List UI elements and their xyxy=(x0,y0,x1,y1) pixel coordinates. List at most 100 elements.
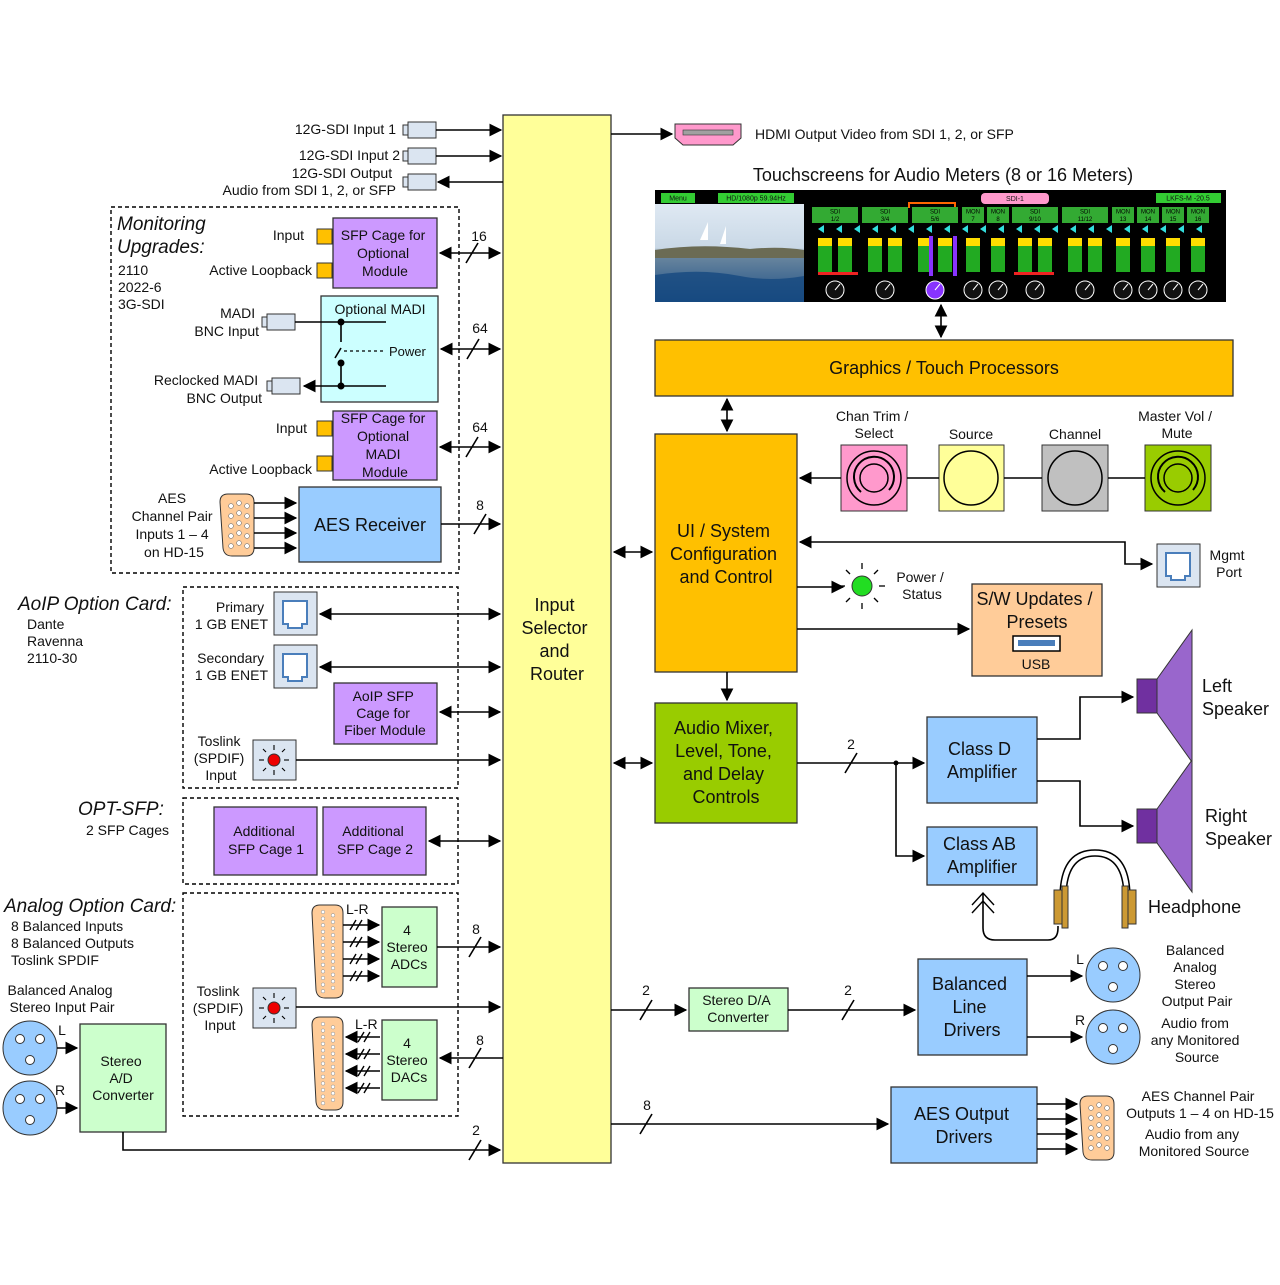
meter-bar xyxy=(966,246,980,272)
meter-header[interactable] xyxy=(962,207,984,223)
meter-header[interactable] xyxy=(1062,207,1108,223)
aoip-title: AoIP Option Card: xyxy=(17,594,171,615)
aoip-sfp-box xyxy=(333,682,438,745)
meter-header[interactable] xyxy=(1187,207,1209,223)
sfp1-loop-port[interactable] xyxy=(316,262,333,279)
xlr-in-right-icon[interactable] xyxy=(2,1080,58,1136)
meter-bar xyxy=(938,246,952,272)
menu-button[interactable] xyxy=(661,193,695,203)
meter-peak xyxy=(1116,238,1130,246)
aoip-toslink-label: Toslink (SPDIF) Input xyxy=(194,733,248,783)
madi-bnc-input-icon[interactable] xyxy=(266,313,296,331)
analog-out-count-b: 2 xyxy=(844,982,852,998)
meter-group-label: MON xyxy=(966,210,980,216)
stereo-dacs-box xyxy=(381,1019,438,1101)
db25-in-connector-icon[interactable] xyxy=(311,904,344,999)
meter-bar xyxy=(1166,246,1180,272)
primary-enet-port-icon[interactable] xyxy=(273,591,318,636)
sfp2-input-port[interactable] xyxy=(316,420,333,437)
madi-count: 64 xyxy=(472,320,488,336)
meter-header[interactable] xyxy=(987,207,1009,223)
sfp-cage-madi-box xyxy=(332,410,438,481)
meter-header[interactable] xyxy=(1012,207,1058,223)
meter-scale-tick: -10 xyxy=(1212,229,1221,235)
meter-bar xyxy=(888,246,902,272)
meter-channel-label: 16 xyxy=(1195,217,1202,223)
analog-toslink-icon[interactable] xyxy=(252,987,297,1029)
additional-sfp-cage-2-label: Additional SFP Cage 2 xyxy=(337,823,413,857)
meter-channel-label: 8 xyxy=(996,217,1000,223)
meter-group-label: MON xyxy=(1191,210,1205,216)
ui-control-box xyxy=(654,433,798,673)
sfp2-count: 64 xyxy=(472,419,488,435)
additional-sfp-cage-2-box xyxy=(322,806,427,876)
headphone-icon xyxy=(1053,849,1137,929)
hd15-in-connector-icon[interactable] xyxy=(219,493,255,557)
class-ab-amp-label: Class AB Amplifier xyxy=(943,834,1021,877)
aes-out-source-label: Audio from any Monitored Source xyxy=(1139,1126,1250,1159)
analog-card-group xyxy=(182,892,459,1117)
svg-text:Menu: Menu xyxy=(669,196,687,203)
meter-header[interactable] xyxy=(1112,207,1134,223)
meter-header[interactable] xyxy=(912,207,958,223)
audio-mixer-label: Audio Mixer, Level, Tone, and Delay Cont… xyxy=(674,718,778,807)
xlr-out-left-icon[interactable] xyxy=(1085,947,1141,1003)
aoip-sfp-label: AoIP SFP Cage for Fiber Module xyxy=(344,688,426,738)
right-speaker-label: Right Speaker xyxy=(1205,806,1272,849)
sfp-cage-optional-box xyxy=(332,217,438,289)
xlr-out-right-icon[interactable] xyxy=(1085,1009,1141,1065)
hd15-out-connector-icon[interactable] xyxy=(1079,1095,1115,1161)
meter-bar xyxy=(918,246,932,272)
mixer-count: 2 xyxy=(847,736,855,752)
stereo-da-box xyxy=(688,987,789,1032)
balanced-in-r: R xyxy=(55,1082,65,1098)
meter-scale-tick: -20 xyxy=(806,237,815,243)
balanced-in-l: L xyxy=(58,1022,66,1038)
class-ab-amp-box xyxy=(926,826,1038,886)
master-vol-label: Master Vol / Mute xyxy=(1138,408,1216,441)
router-box xyxy=(502,114,612,1164)
dac-lr-label: L-R xyxy=(355,1016,378,1032)
xlr-in-left-icon[interactable] xyxy=(2,1020,58,1076)
sfp1-input-port[interactable] xyxy=(316,228,333,245)
meter-channel-label: 3/4 xyxy=(881,217,890,223)
madi-bnc-output-icon[interactable] xyxy=(271,377,301,395)
meter-channel-label: 15 xyxy=(1170,217,1177,223)
sdi-output-label: 12G-SDI Output Audio from SDI 1, 2, or S… xyxy=(222,165,396,198)
aoip-items: Dante Ravenna 2110-30 xyxy=(27,616,87,666)
power-status-label: Power / Status xyxy=(896,569,947,602)
balanced-out-r: R xyxy=(1075,1012,1085,1028)
meter-peak xyxy=(1088,238,1102,246)
meter-channel-label: 1/2 xyxy=(831,217,840,223)
meter-header[interactable] xyxy=(1137,207,1159,223)
meter-header[interactable] xyxy=(862,207,908,223)
class-d-amp-box xyxy=(926,716,1038,804)
source-badge[interactable] xyxy=(981,193,1049,204)
madi-input-label: MADI BNC Input xyxy=(194,305,259,339)
chan-trim-label: Chan Trim / Select xyxy=(836,408,912,441)
aoip-toslink-icon[interactable] xyxy=(252,739,297,781)
meter-header[interactable] xyxy=(1162,207,1184,223)
analog-toslink-label: Toslink (SPDIF) Input xyxy=(193,983,247,1033)
aes-input-label: AES Channel Pair Inputs 1 – 4 on HD-15 xyxy=(132,490,217,560)
meter-peak xyxy=(818,238,832,246)
sfp-cage-madi-label: SFP Cage for Optional MADI Module xyxy=(341,410,429,480)
meter-header[interactable] xyxy=(812,207,858,223)
sdi-input-2-connector xyxy=(407,147,437,165)
meter-peak xyxy=(1018,238,1032,246)
source-knob-label: Source xyxy=(949,426,994,442)
router-label: Input Selector and Router xyxy=(521,595,592,684)
meter-bar xyxy=(1116,246,1130,272)
meter-group-label: SDI xyxy=(1030,210,1040,216)
meter-bar xyxy=(1068,246,1082,272)
meter-bar xyxy=(818,246,832,272)
meter-channel-label: 5/6 xyxy=(931,217,940,223)
meter-peak xyxy=(1166,238,1180,246)
additional-sfp-cage-1-box xyxy=(213,806,318,876)
meter-group-label: SDI xyxy=(1080,210,1090,216)
balanced-out-source-label: Audio from any Monitored Source xyxy=(1151,1015,1244,1065)
secondary-enet-port-icon[interactable] xyxy=(273,644,318,689)
db25-out-connector-icon[interactable] xyxy=(311,1016,344,1111)
svg-text:SDI-1: SDI-1 xyxy=(1006,196,1024,203)
sfp2-loop-port[interactable] xyxy=(316,455,333,472)
